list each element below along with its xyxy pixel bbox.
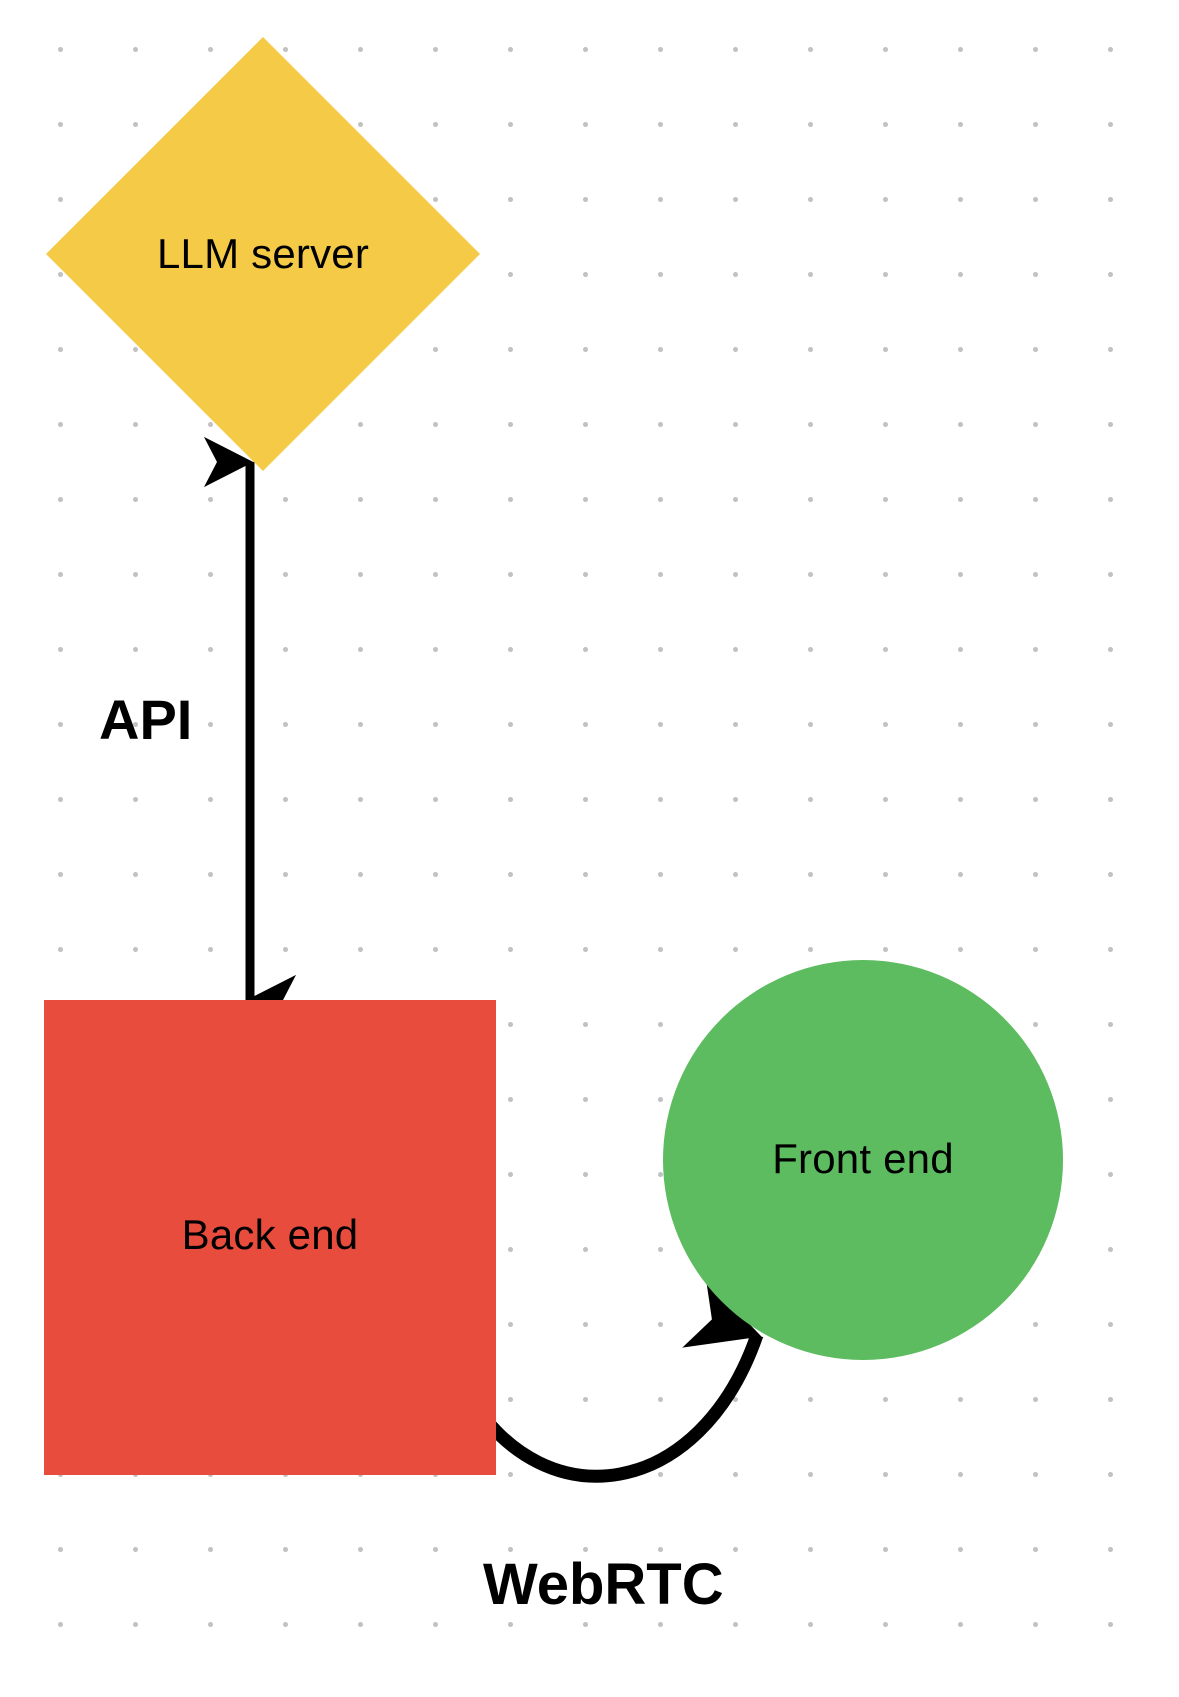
- diamond-shape: [46, 37, 480, 471]
- node-label-back-end: Back end: [181, 1211, 359, 1258]
- webrtc-connector[interactable]: [394, 1278, 764, 1483]
- node-llm-server[interactable]: LLM server: [46, 37, 480, 471]
- node-front-end[interactable]: Front end: [663, 960, 1063, 1360]
- node-back-end[interactable]: Back end: [44, 1000, 496, 1475]
- node-label-front-end: Front end: [772, 1135, 954, 1182]
